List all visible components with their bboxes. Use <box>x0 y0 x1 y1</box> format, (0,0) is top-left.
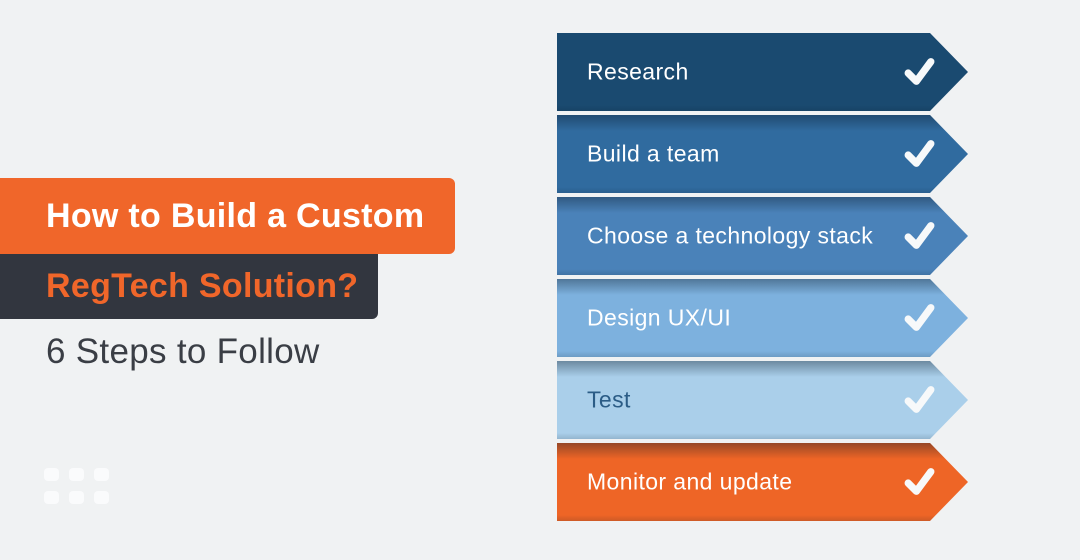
check-icon <box>903 220 936 253</box>
steps-list: Research Build a team Choose a technolog… <box>557 33 968 521</box>
dot <box>44 468 59 481</box>
check-icon <box>903 56 936 89</box>
dot <box>69 468 84 481</box>
check-icon <box>903 138 936 171</box>
step-label: Design UX/UI <box>587 304 732 331</box>
step-banner-test: Test <box>557 361 968 439</box>
dot <box>94 468 109 481</box>
title-secondary-text: RegTech Solution? <box>46 267 359 305</box>
step-banner-technology-stack: Choose a technology stack <box>557 197 968 275</box>
step-banner-build-a-team: Build a team <box>557 115 968 193</box>
step-banner-research: Research <box>557 33 968 111</box>
dots-pattern <box>44 468 109 504</box>
title-primary-box: How to Build a Custom <box>0 178 455 254</box>
step-label: Test <box>587 386 631 413</box>
check-icon <box>903 384 936 417</box>
dot <box>69 491 84 504</box>
check-icon <box>903 466 936 499</box>
title-secondary-box: RegTech Solution? <box>0 254 378 319</box>
step-label: Research <box>587 58 689 85</box>
subtitle-text: 6 Steps to Follow <box>46 332 320 371</box>
dot <box>94 491 109 504</box>
step-label: Monitor and update <box>587 468 793 495</box>
step-banner-monitor-and-update: Monitor and update <box>557 443 968 521</box>
step-label: Choose a technology stack <box>587 222 874 249</box>
title-primary-text: How to Build a Custom <box>46 196 425 235</box>
dot <box>44 491 59 504</box>
check-icon <box>903 302 936 335</box>
step-label: Build a team <box>587 140 720 167</box>
step-banner-design-ux-ui: Design UX/UI <box>557 279 968 357</box>
